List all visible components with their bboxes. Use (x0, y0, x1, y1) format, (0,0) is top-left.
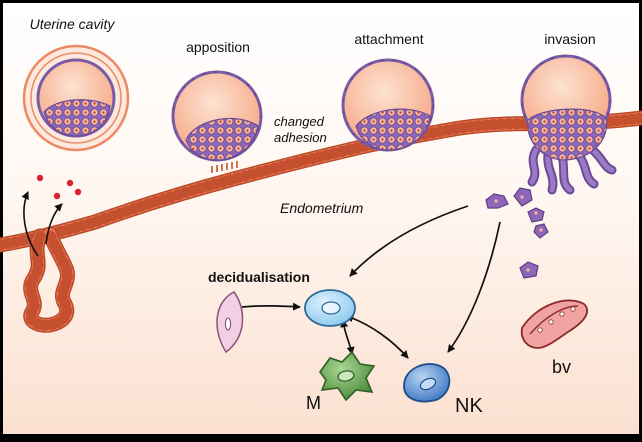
blastocyst-icon (341, 58, 435, 152)
arrow-trophoblast-to-nk (447, 221, 501, 353)
label-changed: changed (274, 114, 325, 129)
blastocyst-icon (22, 44, 130, 152)
stromal-cell-icon (216, 291, 244, 354)
label-macrophage: M (306, 393, 321, 413)
secretion-group (21, 174, 82, 257)
label-blood-vessel: bv (552, 357, 571, 377)
label-attachment: attachment (354, 31, 423, 47)
microvilli (211, 161, 238, 173)
uterine-gland-icon (23, 226, 75, 333)
macrophage-icon (319, 350, 376, 402)
arrow-stromal-to-decidual (241, 302, 301, 311)
blastocyst-icon (171, 70, 263, 173)
arrow-decidual-nk (345, 314, 409, 359)
label-endometrium: Endometrium (280, 200, 364, 216)
secretion-dot (74, 188, 82, 196)
label-nk: NK (455, 395, 483, 417)
label-adhesion: adhesion (274, 130, 327, 145)
label-apposition: apposition (186, 39, 250, 55)
secretion-arrow (21, 191, 39, 257)
secretion-dot (53, 192, 61, 200)
trophoblast-cell (527, 207, 545, 223)
decidual-cell-icon (304, 289, 356, 327)
arrow-trophoblast-to-decidual (349, 205, 469, 277)
secretion-dot (66, 179, 74, 187)
nk-cell-icon (403, 363, 451, 403)
interaction-arrows (241, 205, 501, 359)
blastocyst-icon (520, 54, 617, 195)
secretion-arrow (45, 203, 63, 245)
label-uterine-cavity: Uterine cavity (30, 16, 116, 32)
blood-vessel-icon (520, 299, 589, 349)
label-decidualisation: decidualisation (208, 269, 310, 285)
secretion-dot (36, 174, 44, 182)
label-invasion: invasion (544, 31, 595, 47)
